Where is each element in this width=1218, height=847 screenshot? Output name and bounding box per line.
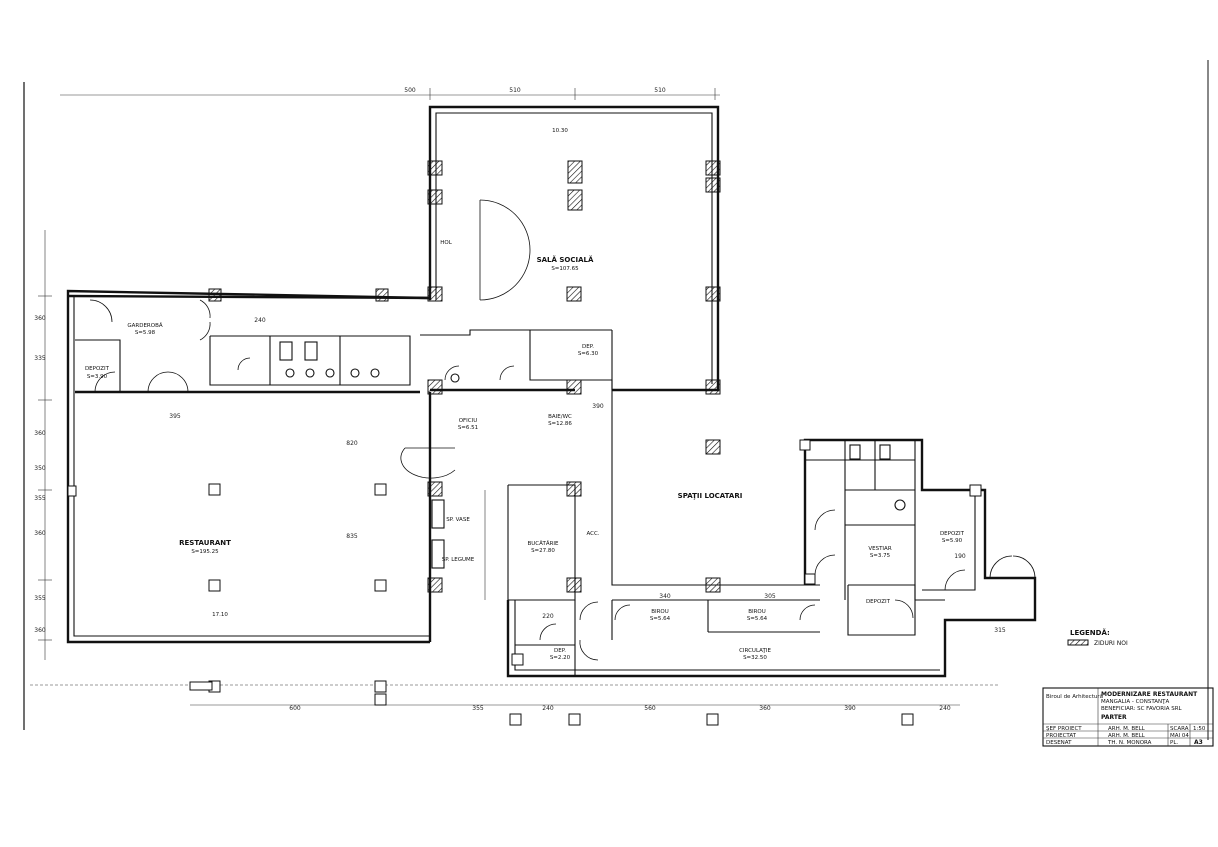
dim-bottom-6: 390 [844,705,856,712]
legend-title: LEGENDĂ: [1070,628,1110,637]
dim-top-3: 510 [654,87,666,94]
dim-bottom-4: 560 [644,705,656,712]
room-sala-area: S=107.65 [551,266,579,272]
room-depozit2-area: S=5.90 [942,538,963,544]
room-birou2-area: S=5.64 [747,616,768,622]
room-bucatarie-area: S=27.80 [531,548,555,554]
dim-inner-5: 390 [592,403,604,410]
tb-company: Biroul de Arhitectură [1046,694,1103,700]
tb-project-line2: MANGALIA - CONSTANŢA [1101,699,1170,705]
title-block: Biroul de Arhitectură MODERNIZARE RESTAU… [1042,687,1214,747]
dim-bottom-7: 240 [939,705,951,712]
room-dep2-name: DEP. [554,648,566,654]
room-restaurant-name: RESTAURANT [179,539,231,547]
dim-inner-6: 220 [542,613,554,620]
room-baie-area: S=12.86 [548,421,572,427]
room-circulatie-name: CIRCULAŢIE [739,648,771,654]
room-restaurant-sub: 17.10 [212,612,228,618]
dim-left-2: 335 [34,355,46,362]
dim-left-7: 355 [34,595,46,602]
dim-left-6: 360 [34,530,46,537]
room-hol-label: HOL [440,240,452,246]
room-dep2-area: S=2.20 [550,655,571,661]
tb-row2-name: ARH. M. BELL [1108,733,1146,739]
dim-bottom-3: 240 [542,705,554,712]
tb-plan-name: PARTER [1101,714,1127,721]
tb-row2-role: PROIECTAT [1046,733,1077,739]
room-baie-name: BAIE/WC [548,414,572,420]
dim-inner-7: 340 [659,593,671,600]
dim-left-8: 360 [34,627,46,634]
tb-pl: A3 [1194,739,1203,746]
room-vestiar-name: VESTIAR [868,546,891,552]
dim-top-2: 510 [509,87,521,94]
columns [67,160,982,726]
room-dep1-name: DEP. [582,344,594,350]
room-sala-name: SALĂ SOCIALĂ [537,255,594,264]
room-circulatie-area: S=32.50 [743,655,767,661]
room-depozit3-name: DEPOZIT [866,599,891,605]
room-dep1-area: S=6.30 [578,351,599,357]
room-depozit1-area: S=3.90 [87,374,108,380]
sheet-frame [23,60,1209,740]
room-vestiar-area: S=3.75 [870,553,891,559]
tb-row3-role: DESENAT [1046,740,1072,746]
dim-bottom-2: 355 [472,705,484,712]
tb-row1-role: ŞEF PROIECT [1046,726,1082,732]
dim-inner-10: 315 [994,627,1006,634]
legend-item: ZIDURI NOI [1094,640,1128,647]
room-depozit1-name: DEPOZIT [85,366,110,372]
legend-swatch [1067,639,1089,646]
room-acc-label: ACC. [586,531,599,537]
room-oficiu-name: OFICIU [459,418,478,424]
dim-inner-1: 395 [169,413,181,420]
tb-scara-label: SCARA [1170,726,1189,732]
tb-project-line3: BENEFICIAR: SC FAVORIA SRL [1101,706,1183,712]
tb-row3-name: TH. N. MONORA [1107,740,1152,746]
tb-scara: 1:50 [1193,726,1206,732]
tb-row1-name: ARH. M. BELL [1108,726,1146,732]
dim-inner-9: 190 [954,553,966,560]
room-garderoba-area: S=5.98 [135,330,156,336]
tb-date: MAI 04 [1170,733,1189,739]
tb-project-title: MODERNIZARE RESTAURANT [1101,691,1198,698]
dim-bottom-5: 360 [759,705,771,712]
dimension-labels: 500 510 510 600 355 240 560 360 390 240 … [34,87,1006,712]
room-bucatarie-name: BUCĂTĂRIE [527,540,559,547]
dim-bottom-1: 600 [289,705,301,712]
dim-inner-3: 820 [346,440,358,447]
dim-left-5: 355 [34,495,46,502]
doors [89,199,1036,661]
dim-top-1: 500 [404,87,416,94]
room-sala-width: 10.30 [552,128,568,134]
dim-left-4: 350 [34,465,46,472]
room-spatii-name: SPAŢII LOCATARI [678,492,743,500]
room-garderoba-name: GARDEROBĂ [127,322,162,329]
dim-inner-8: 305 [764,593,776,600]
room-vase-label: SP. VASE [446,517,470,523]
room-oficiu-area: S=6.51 [458,425,478,431]
room-legume-label: SP. LEGUME [442,557,475,563]
room-depozit2-name: DEPOZIT [940,531,965,537]
room-restaurant-area: S=195.25 [191,549,219,555]
legend: LEGENDĂ: ZIDURI NOI [1067,628,1128,647]
tb-pl-label: PL. [1170,740,1178,746]
dim-inner-4: 835 [346,533,358,540]
dim-left-3: 360 [34,430,46,437]
room-birou1-name: BIROU [651,609,669,615]
sanitary-fixtures [279,341,906,569]
room-labels: 10.30 SALĂ SOCIALĂ S=107.65 RESTAURANT S… [85,128,965,661]
room-birou2-name: BIROU [748,609,766,615]
dim-left-1: 360 [34,315,46,322]
dim-inner-2: 240 [254,317,266,324]
room-birou1-area: S=5.64 [650,616,671,622]
